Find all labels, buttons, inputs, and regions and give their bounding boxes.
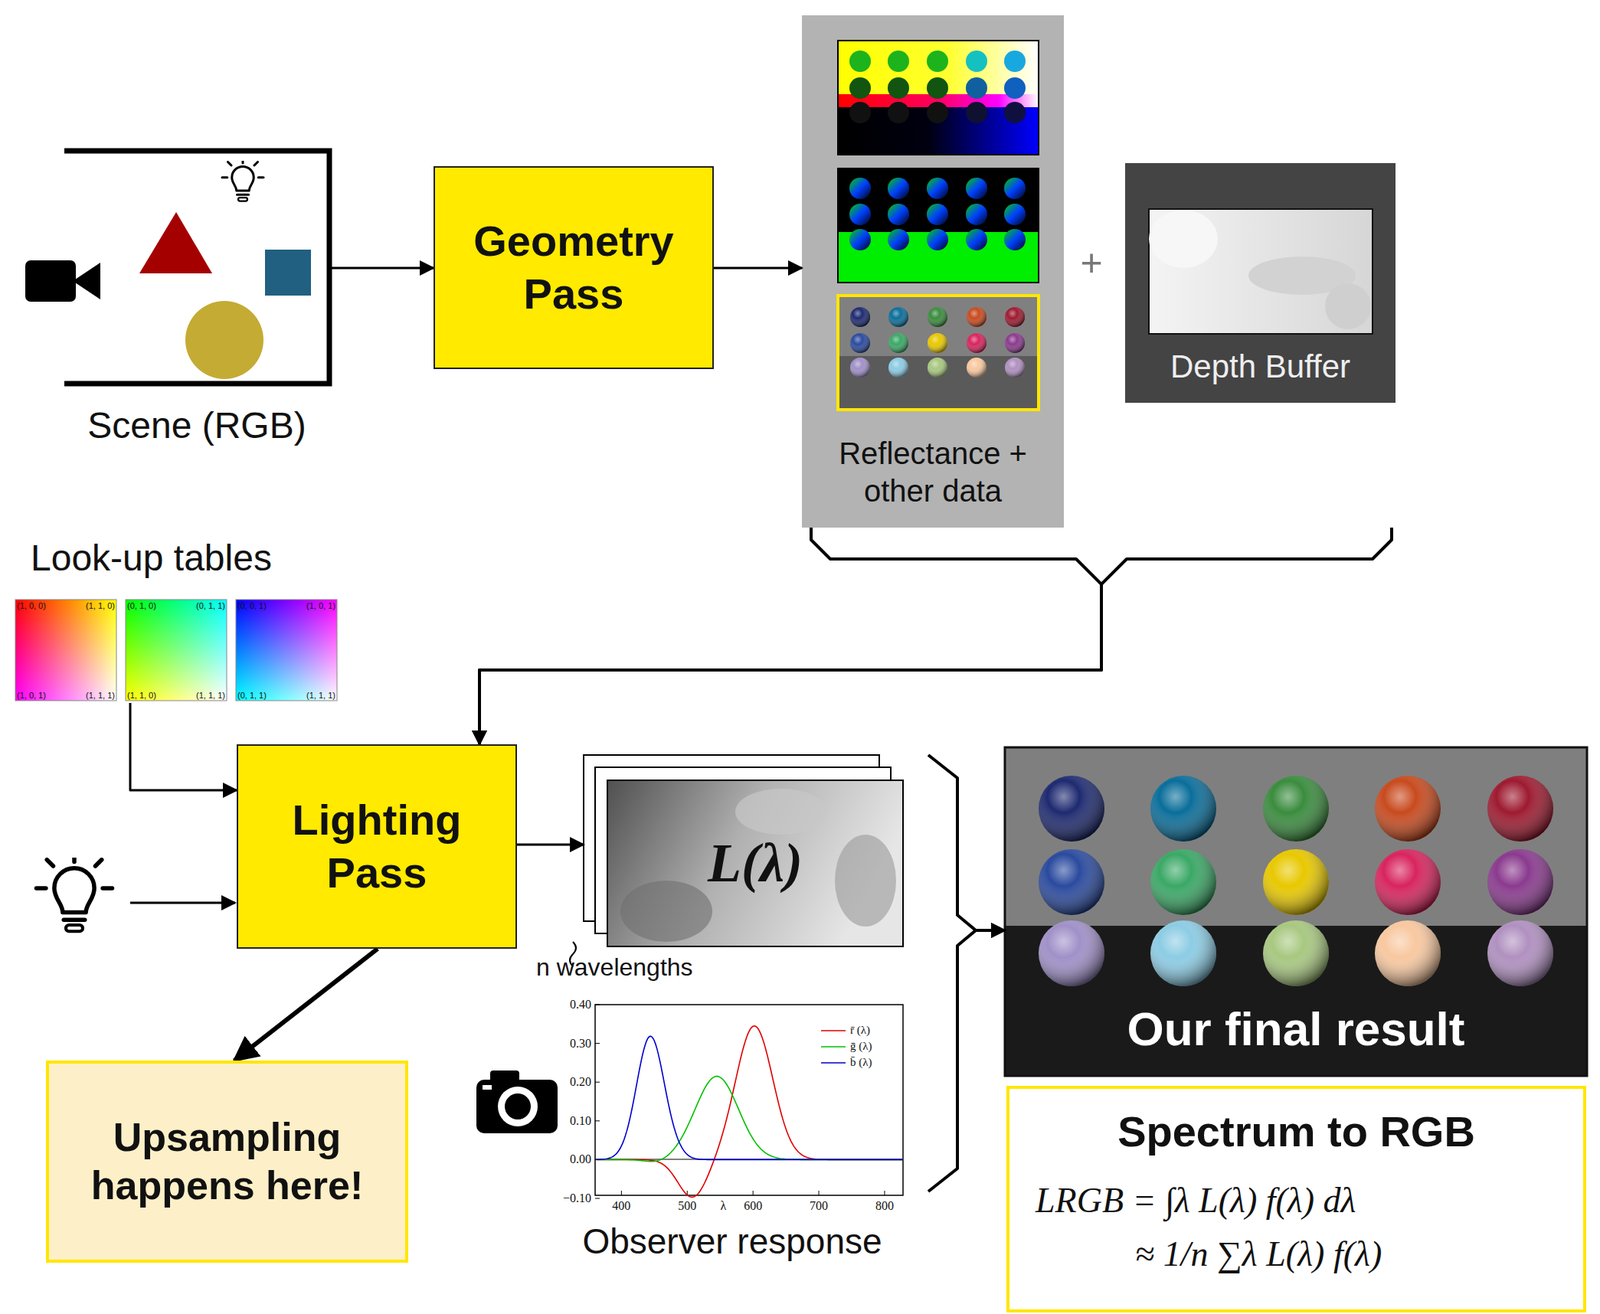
node-label: Spectrum to RGB <box>1009 1105 1584 1159</box>
axis-tick: λ <box>708 1199 740 1214</box>
node-label: L(λ) <box>607 830 904 898</box>
process-box: Geometry Pass <box>433 166 714 370</box>
camera-icon <box>476 1070 558 1134</box>
connector <box>130 703 237 791</box>
node-label: Reflectance + other data <box>804 435 1061 511</box>
legend-entry: ḡ (λ) <box>850 1040 873 1054</box>
axis-tick: 400 <box>605 1199 637 1214</box>
corner-value: (0, 1, 0) <box>127 601 174 611</box>
note-box: Upsampling happens here! <box>45 1060 409 1263</box>
corner-value: (1, 1, 1) <box>289 690 336 701</box>
spectral-sheets <box>569 755 904 967</box>
depth-buffer-image <box>1125 163 1396 403</box>
gbuffer-panel <box>801 15 1064 528</box>
node-label: Scene (RGB) <box>64 403 330 449</box>
connector <box>329 267 434 270</box>
corner-value: (0, 1, 1) <box>179 601 226 611</box>
axis-tick: 0.10 <box>545 1114 592 1129</box>
axis-tick: −0.10 <box>545 1191 592 1206</box>
legend-entry: r̄ (λ) <box>850 1024 871 1038</box>
spectral-buffer: L(λ)n wavelengths <box>583 755 929 955</box>
scene-illustration <box>25 150 330 384</box>
formula-box: Spectrum to RGB LRGB = ∫λ L(λ) f(λ) dλ ≈ 1… <box>1006 1086 1587 1313</box>
light-icon <box>36 857 236 932</box>
axis-tick: 600 <box>737 1199 769 1214</box>
axis-tick: 0.40 <box>545 997 592 1012</box>
connector <box>516 844 584 847</box>
node-label: Our final result <box>1004 1000 1587 1059</box>
corner-value: (1, 1, 1) <box>179 690 226 701</box>
node-label: Lighting Pass <box>247 794 507 900</box>
node-text: ≈ 1/n ∑λ L(λ) f(λ) <box>1135 1233 1572 1277</box>
scene-panel: Scene (RGB) <box>64 150 330 458</box>
data-panel: Reflectance + other data <box>801 15 1064 528</box>
axis-tick: 800 <box>869 1199 900 1214</box>
lut-group: Look-up tables <box>11 536 341 704</box>
plus-sign: + <box>1076 242 1107 285</box>
corner-value: (0, 0, 1) <box>237 601 284 611</box>
legend-label: r̄ (λ) <box>850 1024 871 1037</box>
corner-value: (0, 1, 1) <box>237 690 284 701</box>
axis-tick: 0.20 <box>545 1075 592 1090</box>
node-label: Depth Buffer <box>1125 346 1396 387</box>
legend-entry: b̄ (λ) <box>850 1056 873 1070</box>
connector <box>234 948 378 1061</box>
node-label: Observer response <box>536 1220 929 1263</box>
node-label: Geometry Pass <box>444 215 704 321</box>
corner-value: (1, 1, 0) <box>68 601 115 611</box>
result-panel: Our final result <box>1004 747 1587 1077</box>
node-label: Look-up tables <box>30 536 338 582</box>
corner-value: (1, 0, 1) <box>289 601 336 611</box>
corner-value: (1, 1, 1) <box>68 690 115 701</box>
node-label: Upsampling happens here! <box>61 1113 393 1211</box>
node-text: n wavelengths <box>536 952 766 983</box>
axis-tick: 700 <box>803 1199 835 1214</box>
result-image <box>1004 747 1587 1077</box>
process-box: Lighting Pass <box>236 744 517 949</box>
connector <box>713 267 802 270</box>
connector <box>928 755 1005 931</box>
depth-buffer-panel: Depth Buffer <box>1125 163 1401 528</box>
legend-label: b̄ (λ) <box>850 1056 873 1069</box>
corner-value: (1, 0, 1) <box>16 690 63 701</box>
axis-tick: 0.30 <box>545 1037 592 1051</box>
legend-label: ḡ (λ) <box>850 1040 873 1053</box>
connector <box>479 527 1392 745</box>
observer-plot <box>595 1004 904 1199</box>
node-text: LRGB = ∫λ L(λ) f(λ) dλ <box>1035 1179 1572 1223</box>
corner-value: (1, 0, 0) <box>16 601 63 611</box>
corner-value: (1, 1, 0) <box>127 690 174 701</box>
lut-squares <box>15 599 338 701</box>
connector <box>479 527 1102 745</box>
axis-tick: 500 <box>671 1199 703 1214</box>
axis-tick: 0.00 <box>545 1152 592 1167</box>
connector <box>928 930 1005 1192</box>
